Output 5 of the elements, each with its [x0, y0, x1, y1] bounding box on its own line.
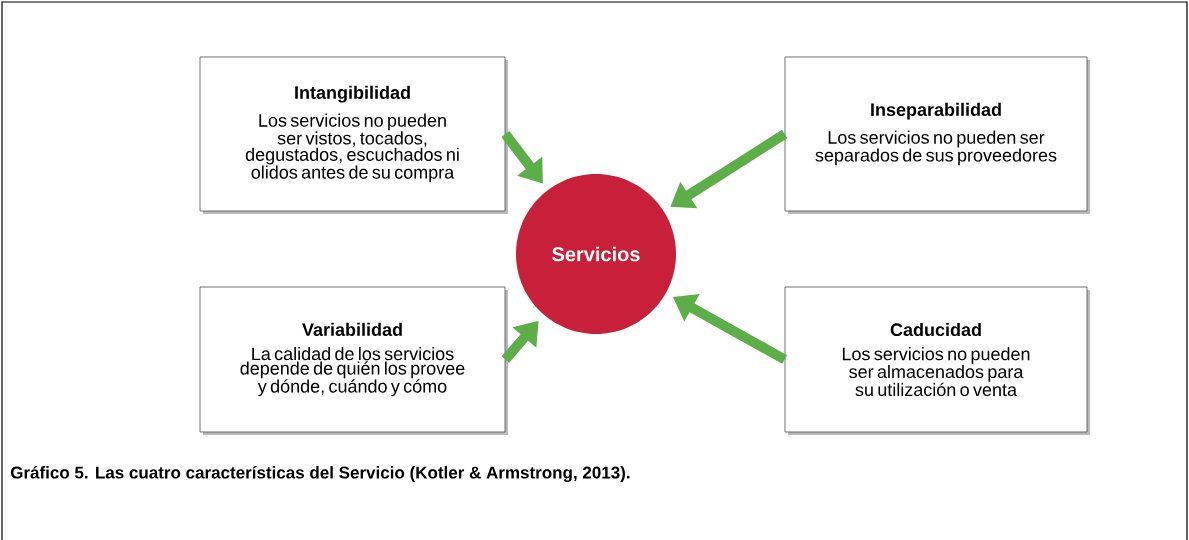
text-box: Inseparabilidad Los servicios no pueden ser separados de sus proveedores: [784, 56, 1090, 214]
text-box: Intangibilidad Los servicios no pueden ser vistos, tocados, degustados, escuchados ni olidos antes de su compra: [199, 56, 508, 214]
text-box: Caducidad Los servicios no pueden ser almacenados para su utilización o venta: [784, 286, 1090, 435]
caption: Gráfico 5. Las cuatro características del Servicio (Kotler & Armstrong, 2013).: [10, 465, 630, 483]
text-box: Variabilidad La calidad de los servicios depende de quién los provee y dónde, cuándo y cómo: [199, 286, 508, 435]
